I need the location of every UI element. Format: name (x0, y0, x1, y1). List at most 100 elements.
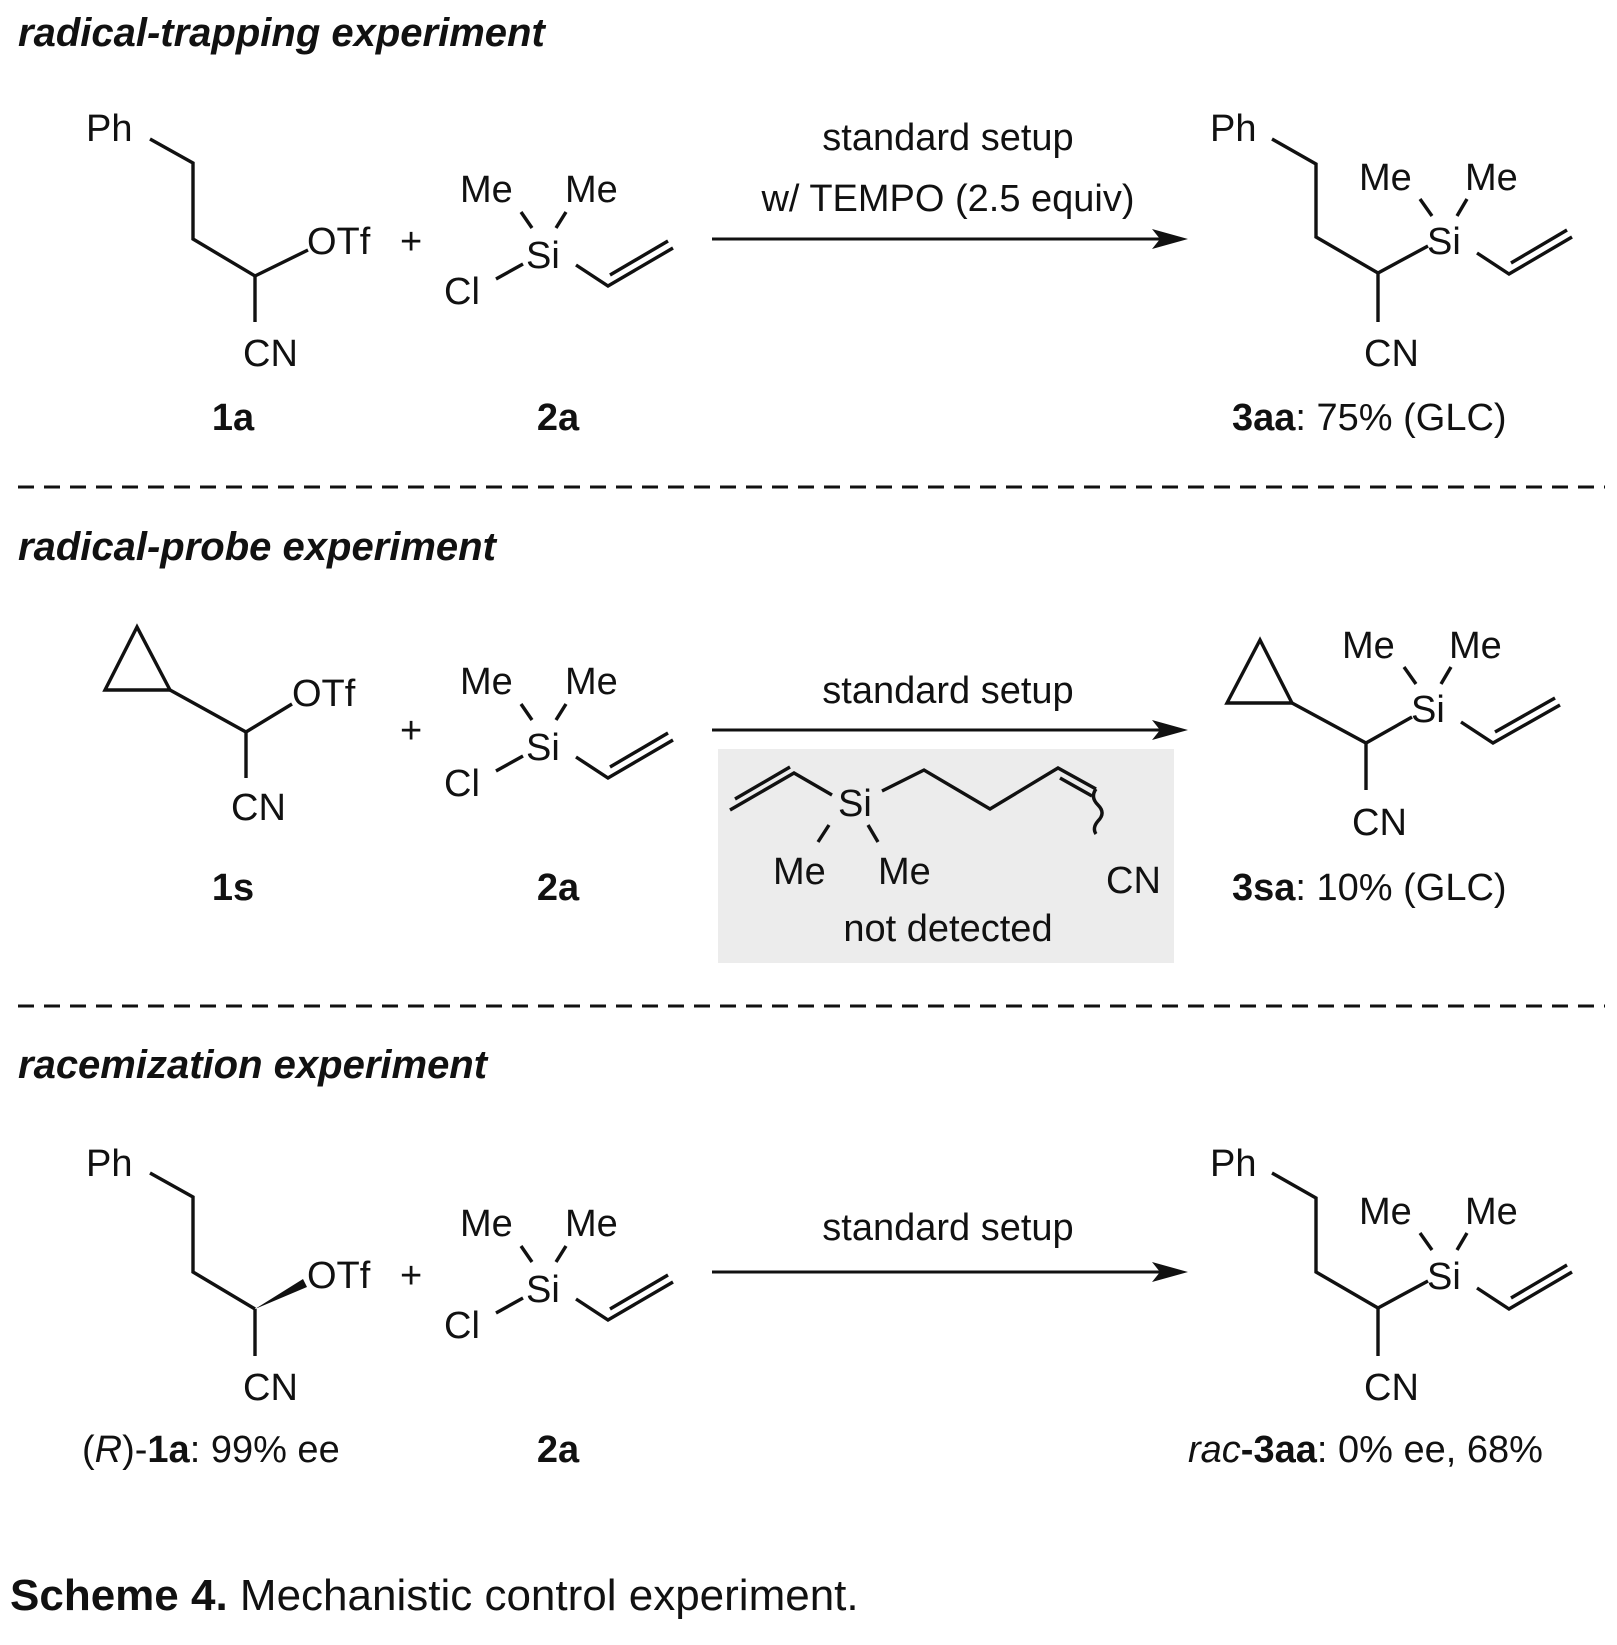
rac-prefix: rac (1188, 1429, 1241, 1471)
bond-chain (881, 766, 1097, 811)
condition-text: standard setup (822, 670, 1073, 712)
compound-label: 1s (212, 867, 254, 909)
bond-vinyl (1476, 235, 1573, 277)
bond-vinyl-double (734, 765, 791, 801)
atom-me: Me (460, 169, 513, 211)
bond-chain (169, 688, 293, 734)
condition-text: w/ TEMPO (2.5 equiv) (760, 178, 1134, 220)
bond-vinyl (575, 738, 674, 780)
structure-2a: Me Me Si Cl (444, 169, 674, 313)
atom-cn: CN (243, 1367, 298, 1409)
bond-si-me (1455, 198, 1469, 217)
bond-si-cl (495, 262, 524, 281)
structure-rac-3aa: Ph Me Me Si CN (1210, 1143, 1573, 1409)
bond-chain (149, 1171, 256, 1311)
atom-otf: OTf (307, 1255, 371, 1297)
wavy-bond (1091, 787, 1104, 835)
bond-chain (149, 137, 309, 278)
structure-1a: Ph OTf CN (86, 108, 371, 375)
section-racemization: racemization experiment Ph OTf CN + Me M… (18, 1043, 1573, 1471)
structure-r-1a: Ph OTf CN (86, 1143, 371, 1409)
structure-1s: OTf CN (102, 623, 356, 829)
yield-text: : 10% (GLC) (1295, 867, 1506, 909)
label-paren: )- (122, 1429, 147, 1471)
bond-si-cl (495, 1296, 524, 1315)
ee-yield-text: : 0% ee, 68% (1317, 1429, 1543, 1471)
section-radical-probe: radical-probe experiment OTf CN + Me Me … (18, 525, 1561, 963)
yield-text: : 75% (GLC) (1295, 397, 1506, 439)
atom-me: Me (1449, 625, 1502, 667)
atom-cl: Cl (444, 763, 480, 805)
section-title-probe: radical-probe experiment (18, 525, 498, 569)
bond-si-me (816, 824, 831, 843)
substrate-result: (R)-1a: 99% ee (82, 1429, 340, 1471)
not-detected-text: not detected (843, 908, 1052, 950)
atom-me: Me (565, 661, 618, 703)
atom-cn: CN (1352, 802, 1407, 844)
plus-sign: + (400, 1255, 422, 1297)
caption-text: Mechanistic control experiment. (228, 1571, 859, 1620)
atom-ph: Ph (86, 108, 132, 150)
atom-si: Si (1427, 221, 1461, 263)
bond-vinyl (575, 1280, 674, 1322)
ee-text: : 99% ee (190, 1429, 340, 1471)
structure-3sa: Me Me Si CN (1224, 625, 1561, 844)
structure-2a: Me Me Si Cl (444, 661, 674, 805)
atom-si: Si (526, 727, 560, 769)
atom-me: Me (565, 169, 618, 211)
atom-si: Si (526, 1269, 560, 1311)
compound-label: 1a (147, 1429, 190, 1471)
scheme-caption: Scheme 4. Mechanistic control experiment… (10, 1571, 859, 1620)
bond-vinyl-double (609, 731, 669, 769)
atom-cn: CN (243, 333, 298, 375)
reaction-arrow-head (1152, 720, 1188, 740)
compound-label: 3sa (1232, 867, 1296, 909)
bond-si-me (519, 703, 534, 721)
condition-text: standard setup (822, 1207, 1073, 1249)
bond-si-me (1402, 666, 1418, 685)
bond-si-me (1418, 1232, 1434, 1251)
atom-me: Me (773, 851, 826, 893)
bond-si-me (866, 824, 880, 843)
compound-label: 2a (537, 397, 580, 439)
label-dash: - (1241, 1429, 1254, 1471)
atom-otf: OTf (292, 673, 356, 715)
atom-me: Me (1359, 1191, 1412, 1233)
cyclopropyl-ring (102, 623, 173, 692)
bond-si-me (554, 703, 568, 721)
atom-si: Si (1427, 1256, 1461, 1298)
condition-text: standard setup (822, 117, 1073, 159)
compound-label: 2a (537, 1429, 580, 1471)
atom-ph: Ph (1210, 1143, 1256, 1185)
reaction-arrow-head (1152, 1262, 1188, 1282)
atom-otf: OTf (307, 221, 371, 263)
bond-vinyl-double (609, 1273, 669, 1311)
atom-me: Me (878, 851, 931, 893)
structure-2a: Me Me Si Cl (444, 1203, 674, 1347)
product-result: 3sa: 10% (GLC) (1232, 867, 1507, 909)
section-title-trapping: radical-trapping experiment (18, 11, 546, 55)
atom-me: Me (460, 1203, 513, 1245)
cyclopropyl-ring (1224, 636, 1295, 705)
section-title-racemization: racemization experiment (18, 1043, 489, 1087)
bond-vinyl (1460, 703, 1561, 745)
bond-si-me (1455, 1232, 1469, 1251)
compound-label: 3aa (1232, 397, 1296, 439)
bond-chain-double (1059, 776, 1093, 798)
bond-vinyl-double (1510, 228, 1568, 265)
compound-label: 2a (537, 867, 580, 909)
compound-label: 3aa (1253, 1429, 1317, 1471)
section-radical-trapping: radical-trapping experiment Ph OTf CN + … (18, 11, 1573, 439)
product-result: 3aa: 75% (GLC) (1232, 397, 1507, 439)
bond-si-cl (495, 754, 524, 773)
bond-vinyl (729, 771, 833, 812)
product-result: rac-3aa: 0% ee, 68% (1188, 1429, 1543, 1471)
atom-cl: Cl (444, 1305, 480, 1347)
atom-cl: Cl (444, 271, 480, 313)
atom-me: Me (1465, 157, 1518, 199)
atom-me: Me (1359, 157, 1412, 199)
atom-ph: Ph (86, 1143, 132, 1185)
atom-si: Si (526, 235, 560, 277)
bond-vinyl-double (609, 239, 669, 277)
